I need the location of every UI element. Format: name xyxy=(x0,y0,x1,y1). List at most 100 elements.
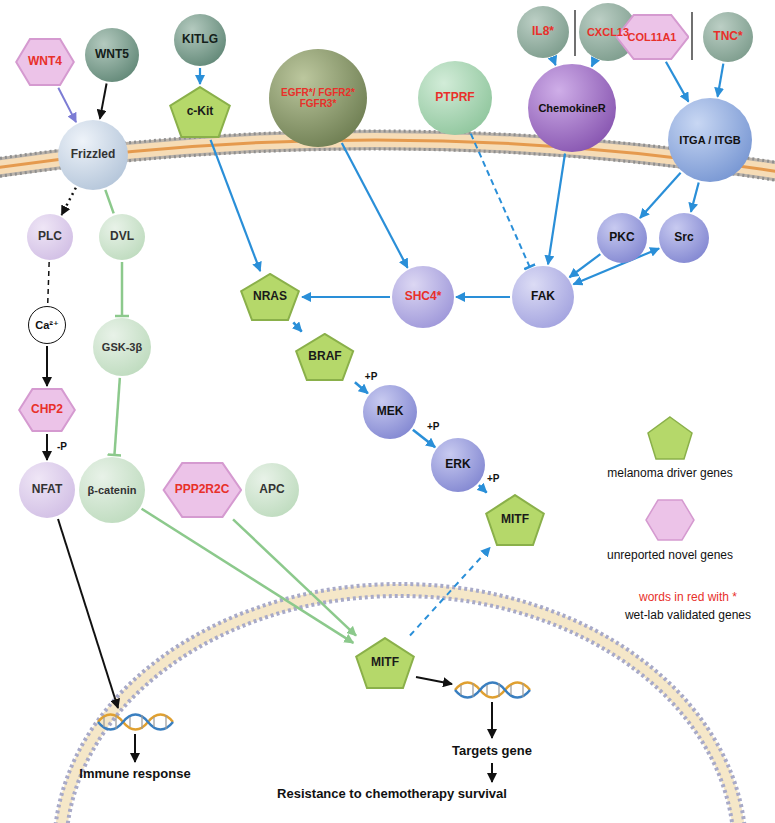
pathway-connector xyxy=(413,430,435,447)
gene-ball: Ca²⁺ xyxy=(28,306,66,344)
gene-ball: Src xyxy=(659,213,709,263)
node-label: ERK xyxy=(445,458,470,472)
node-label: NFAT xyxy=(32,483,62,497)
outcome-label: Immune response xyxy=(79,766,190,781)
gene-ball: PLC xyxy=(27,214,73,260)
pathway-connector xyxy=(456,296,510,298)
node-label: EGFR*/ FGFR2* FGFR3* xyxy=(278,87,358,110)
node-label: CXCL13 xyxy=(587,26,629,39)
phosphorylation-label: +P xyxy=(426,421,441,432)
node-label: Frizzled xyxy=(71,148,116,162)
separator xyxy=(691,12,692,60)
node-label: COL11A1 xyxy=(628,31,677,44)
pathway-arrow xyxy=(134,734,136,762)
node-label: SHC4* xyxy=(405,290,442,304)
gene-ball: Frizzled xyxy=(58,120,128,190)
node-label: APC xyxy=(259,483,284,497)
shape-fill xyxy=(241,274,299,320)
gene-ball: DVL xyxy=(99,214,145,260)
outcome-label: Resistance to chemotherapy survival xyxy=(277,786,507,801)
node-label: PKC xyxy=(609,231,634,245)
node-label: ITGA / ITGB xyxy=(679,134,740,147)
node-label: Src xyxy=(674,231,693,245)
gene-ball: ERK xyxy=(431,438,485,492)
novel-gene-hexagon: WNT4 xyxy=(15,38,75,86)
pathway-connector xyxy=(114,378,119,455)
node-label: KITLG xyxy=(182,33,218,47)
novel-gene-hexagon: PPP2R2C xyxy=(162,462,243,518)
pathway-connector xyxy=(302,296,390,298)
gene-ball: SHC4* xyxy=(392,266,454,328)
node-label: c-Kit xyxy=(187,105,214,119)
node-label: Ca²⁺ xyxy=(35,319,59,332)
pathway-connector xyxy=(62,188,76,215)
node-label: MEK xyxy=(377,405,404,419)
gene-ball: PTPRF xyxy=(418,61,492,135)
outcome-label: Targets gene xyxy=(452,743,532,758)
shape-fill xyxy=(486,495,544,545)
pathway-connector xyxy=(548,153,565,264)
novel-gene-hexagon: CHP2 xyxy=(18,388,76,432)
node-label: MITF xyxy=(501,513,529,527)
node-label: PTPRF xyxy=(435,91,474,105)
gene-ball: KITLG xyxy=(174,14,226,66)
shape-fill xyxy=(19,389,75,431)
gene-ball: IL8* xyxy=(517,6,569,58)
gene-ball: PKC xyxy=(597,213,647,263)
legend-text: unreported novel genes xyxy=(607,548,733,562)
pathway-connector xyxy=(233,519,356,635)
pathway-connector xyxy=(48,262,49,304)
pathway-connector xyxy=(211,140,261,271)
driver-gene-pentagon: MITF xyxy=(355,637,415,689)
pathway-connector xyxy=(142,509,354,643)
phosphorylation-label: +P xyxy=(486,473,501,484)
legend-hexagon xyxy=(646,500,694,540)
gene-ball: APC xyxy=(245,463,299,517)
shape-fill xyxy=(616,15,688,59)
node-label: ChemokineR xyxy=(538,102,605,115)
driver-gene-pentagon: BRAF xyxy=(295,333,354,381)
pathway-connector xyxy=(479,485,487,492)
pathway-connector xyxy=(355,382,368,393)
phosphorylation-label: -P xyxy=(56,441,68,452)
node-label: IL8* xyxy=(532,25,554,39)
shape-fill xyxy=(356,638,414,688)
node-label: BRAF xyxy=(308,350,341,364)
node-label: PLC xyxy=(38,230,62,244)
pathway-connector xyxy=(553,58,556,65)
shape-fill xyxy=(16,39,74,85)
node-label: NRAS xyxy=(253,290,287,304)
pathway-connector xyxy=(100,83,107,118)
node-label: WNT4 xyxy=(28,55,62,69)
pathway-connector xyxy=(121,262,124,316)
legend-text: melanoma driver genes xyxy=(607,466,732,480)
gene-ball: GSK-3β xyxy=(93,318,151,376)
gene-ball: ITGA / ITGB xyxy=(668,98,752,182)
node-label: WNT5 xyxy=(95,48,129,62)
driver-gene-pentagon: MITF xyxy=(485,494,545,546)
shape-fill xyxy=(163,463,240,517)
node-label: FAK xyxy=(531,290,555,304)
dna-icon xyxy=(455,683,530,698)
pathway-connector xyxy=(199,68,201,84)
pathway-connector xyxy=(410,547,490,635)
gene-ball: FAK xyxy=(512,266,574,328)
pathway-connector xyxy=(592,60,595,66)
phosphorylation-label: +P xyxy=(364,371,379,382)
gene-ball: β-catenin xyxy=(79,457,145,523)
pathway-arrow xyxy=(416,677,452,684)
gene-ball: WNT5 xyxy=(85,28,139,82)
pathway-connector xyxy=(640,173,681,218)
shape-fill xyxy=(297,334,354,380)
pathway-connector xyxy=(342,143,408,268)
driver-gene-pentagon: NRAS xyxy=(240,273,300,321)
node-label: β-catenin xyxy=(88,484,137,497)
pathway-connector xyxy=(46,434,48,460)
gene-ball: ChemokineR xyxy=(528,64,616,152)
shape-fill xyxy=(170,87,230,137)
pathway-arrow xyxy=(58,519,118,708)
pathway-connector xyxy=(718,64,724,97)
pathway-arrow xyxy=(491,763,493,782)
gene-ball: NFAT xyxy=(19,462,75,518)
